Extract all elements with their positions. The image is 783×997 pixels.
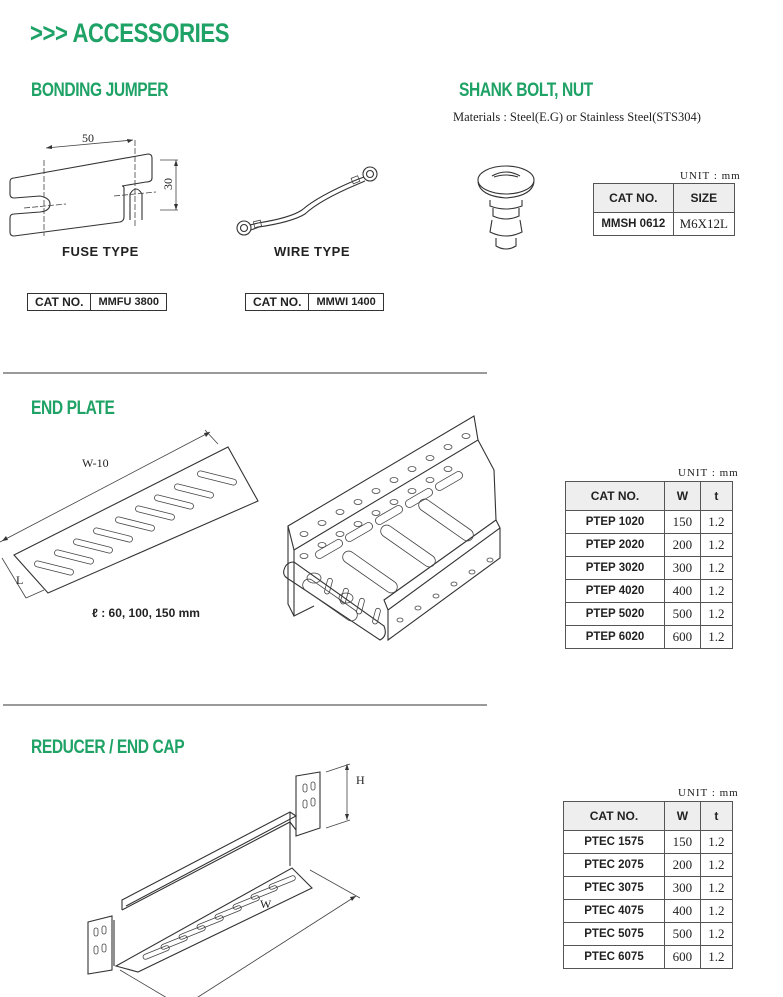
wire-jumper-drawing bbox=[236, 166, 378, 236]
end-plate-drawing: W-10 L bbox=[0, 429, 259, 599]
wire-type-caption: WIRE TYPE bbox=[274, 244, 351, 259]
shank-bolt-table: CAT NO. SIZE MMSH 0612 M6X12L bbox=[593, 183, 736, 236]
unit-label: UNIT : mm bbox=[680, 170, 741, 182]
cat-value: MMFU 3800 bbox=[98, 296, 159, 308]
wire-cat-box: CAT NO. MMWI 1400 bbox=[245, 293, 384, 311]
shank-bolt-drawing bbox=[477, 165, 535, 250]
fuse-jumper-drawing: 50 30 bbox=[9, 131, 178, 237]
table-row: MMSH 0612 M6X12L bbox=[593, 212, 736, 236]
fuse-cat-box: CAT NO. MMFU 3800 bbox=[27, 293, 167, 311]
cat-value: MMWI 1400 bbox=[316, 296, 376, 308]
reducer-title: REDUCER / END CAP bbox=[31, 737, 185, 758]
cat-label: CAT NO. bbox=[28, 294, 92, 310]
dim-w: W bbox=[260, 897, 272, 911]
materials-note: Materials : Steel(E.G) or Stainless Stee… bbox=[453, 110, 701, 124]
col-header: t bbox=[699, 481, 734, 511]
cable-tray-end-plate-drawing bbox=[283, 415, 501, 642]
section-divider bbox=[3, 704, 487, 706]
dim-30: 30 bbox=[161, 178, 175, 190]
col-header: SIZE bbox=[672, 183, 736, 213]
dim-l: L bbox=[16, 573, 23, 587]
page-title: >>> ACCESSORIES bbox=[30, 18, 230, 48]
col-header: t bbox=[699, 801, 734, 831]
reducer-drawing: W H bbox=[87, 763, 365, 997]
bonding-jumper-title: BONDING JUMPER bbox=[31, 80, 169, 101]
col-header: CAT NO. bbox=[565, 481, 665, 511]
dim-w-10: W-10 bbox=[82, 456, 109, 470]
col-header: CAT NO. bbox=[593, 183, 674, 213]
length-note: ℓ : 60, 100, 150 mm bbox=[92, 606, 200, 620]
dim-50: 50 bbox=[82, 131, 94, 145]
unit-label: UNIT : mm bbox=[678, 787, 739, 799]
section-divider bbox=[3, 372, 487, 374]
fuse-type-caption: FUSE TYPE bbox=[62, 244, 139, 259]
col-header: W bbox=[664, 801, 701, 831]
shank-bolt-title: SHANK BOLT, NUT bbox=[459, 80, 593, 101]
col-header: W bbox=[664, 481, 701, 511]
dim-h: H bbox=[356, 773, 365, 787]
col-header: CAT NO. bbox=[563, 801, 665, 831]
unit-label: UNIT : mm bbox=[678, 467, 739, 479]
end-plate-title: END PLATE bbox=[31, 398, 115, 419]
cat-label: CAT NO. bbox=[246, 294, 310, 310]
